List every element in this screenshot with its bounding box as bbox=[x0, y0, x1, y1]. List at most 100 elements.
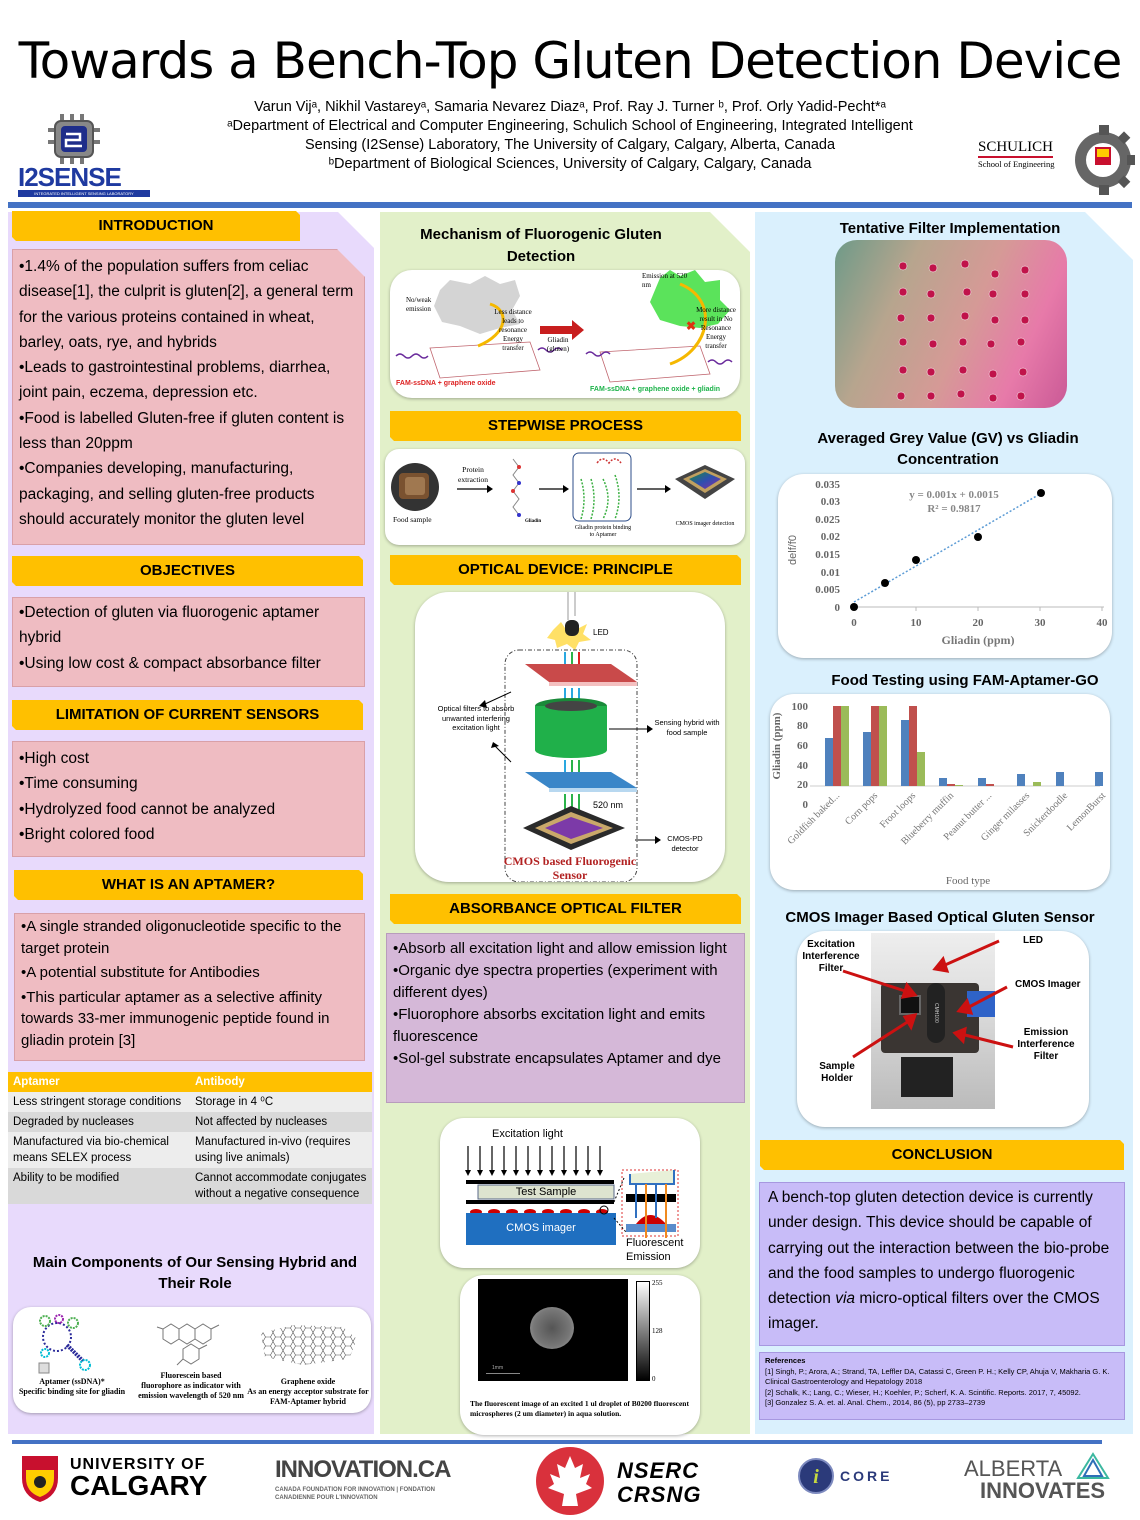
svg-text:40: 40 bbox=[797, 760, 809, 772]
limitations-box: •High cost •Time consuming •Hydrolyzed f… bbox=[12, 741, 365, 857]
schulich-subtitle: School of Engineering bbox=[978, 159, 1055, 169]
scalebar-label: 1mm bbox=[492, 1365, 504, 1371]
category-label: Goldfish baked... bbox=[786, 790, 842, 846]
authors: Varun Vijᵃ, Nikhil Vastareyᵃ, Samaria Ne… bbox=[254, 99, 886, 115]
footer-divider bbox=[12, 1440, 1102, 1444]
conclusion-text: A bench-top gluten detection device is c… bbox=[768, 1189, 1110, 1308]
table-cell: Manufactured via bio-chemical means SELE… bbox=[8, 1132, 190, 1168]
svg-text:i: i bbox=[813, 1466, 819, 1488]
fluorescein-structure-icon bbox=[156, 1323, 220, 1366]
filter-photo bbox=[835, 240, 1067, 408]
step-food-sample: Food sample bbox=[393, 515, 432, 524]
absorbance-heading: ABSORBANCE OPTICAL FILTER bbox=[390, 894, 741, 924]
objectives-box: •Detection of gluten via fluorogenic apt… bbox=[12, 597, 365, 687]
alberta-line1: ALBERTA bbox=[964, 1456, 1063, 1481]
scalebar bbox=[486, 1373, 520, 1374]
svg-text:40: 40 bbox=[1097, 617, 1109, 629]
limitation-bullet: •Bright colored food bbox=[19, 825, 155, 843]
conclusion-text-end: micro-optical filters over the CMOS imag… bbox=[768, 1290, 1100, 1333]
reference-item: [3] Gonzalez S. A. et. al. Anal. Chem., … bbox=[765, 1398, 986, 1407]
reference-item: [1] Singh, P.; Arora, A.; Strand, TA, Le… bbox=[765, 1366, 1110, 1387]
maple-leaf-icon bbox=[536, 1447, 604, 1515]
header-divider bbox=[8, 202, 1132, 208]
affiliation-b: ᵇDepartment of Biological Sciences, Univ… bbox=[328, 156, 812, 172]
emission-label: Emission at 520 nm bbox=[642, 272, 688, 289]
right-caption: FAM-ssDNA + graphene oxide + gliadin bbox=[590, 386, 721, 393]
icore-text: CORE bbox=[840, 1468, 893, 1484]
svg-text:0.01: 0.01 bbox=[821, 567, 840, 579]
svg-text:0: 0 bbox=[835, 602, 841, 614]
filter-dot-grid bbox=[896, 259, 1030, 403]
references-box: References [1] Singh, P.; Arora, A.; Str… bbox=[759, 1352, 1125, 1420]
schematic-card: Excitation light Test Sample CMOS imager… bbox=[440, 1118, 700, 1268]
ucalgary-line1: UNIVERSITY OF bbox=[70, 1456, 206, 1473]
test-sample-label: Test Sample bbox=[515, 1186, 577, 1198]
innovation-ca-line2: CANADA FOUNDATION FOR INNOVATION | FONDA… bbox=[275, 1487, 435, 1501]
svg-text:✖: ✖ bbox=[686, 319, 696, 333]
mechanism-diagram: ✖ bbox=[395, 270, 733, 383]
alberta-triangle-icon bbox=[1076, 1452, 1110, 1479]
nserc-line2: CRSNG bbox=[617, 1482, 702, 1507]
svg-text:0.02: 0.02 bbox=[821, 531, 841, 543]
objectives-heading: OBJECTIVES bbox=[12, 556, 363, 586]
component-fluorescein: Fluorescein based fluorophore as indicat… bbox=[131, 1371, 251, 1401]
intro-bullet: •Companies developing, manufacturing, pa… bbox=[19, 460, 315, 528]
category-label: Corn pops bbox=[843, 790, 880, 827]
limitation-bullet: •Time consuming bbox=[19, 775, 138, 793]
aptamer-bullet: •A single stranded oligonucleotide speci… bbox=[21, 918, 342, 957]
table-cell: Ability to be modified bbox=[8, 1168, 190, 1204]
step-binding: Gliadin protein binding to Aptamer bbox=[574, 525, 632, 538]
aptamer-box: •A single stranded oligonucleotide speci… bbox=[14, 913, 365, 1061]
chip-icon bbox=[48, 114, 100, 164]
emission-filter-label: Emission Interference Filter bbox=[1017, 1027, 1075, 1062]
aptamer-bullet: •A potential substitute for Antibodies bbox=[21, 964, 260, 981]
fluorescent-image-card: 1mm 255 128 0 The fluorescent image of a… bbox=[460, 1275, 700, 1435]
table-cell: Not affected by nucleases bbox=[190, 1112, 372, 1132]
sensor-knob: CMH100 bbox=[927, 983, 945, 1043]
stepwise-diagram bbox=[391, 452, 735, 522]
alberta-line2: INNOVATES bbox=[980, 1478, 1106, 1503]
components-card: Aptamer (ssDNA)* Specific binding site f… bbox=[13, 1307, 371, 1413]
more-distance-label: More distance result in No Resonance Ene… bbox=[696, 306, 736, 350]
sensor-arrows bbox=[842, 939, 1014, 1059]
sensor-stand bbox=[901, 1057, 953, 1097]
optical-heading: OPTICAL DEVICE: PRINCIPLE bbox=[390, 555, 741, 585]
svg-text:60: 60 bbox=[797, 740, 809, 752]
table-cell: Cannot accommodate conjugates without a … bbox=[190, 1168, 372, 1204]
references-heading: References bbox=[765, 1356, 806, 1365]
wavelength-label: 520 nm bbox=[593, 800, 624, 810]
svg-text:20: 20 bbox=[797, 779, 809, 791]
optical-principle-diagram bbox=[479, 592, 661, 882]
table-cell: Degraded by nucleases bbox=[8, 1112, 190, 1132]
aptamer-antibody-table: Aptamer Antibody Less stringent storage … bbox=[8, 1072, 372, 1204]
component-title: Fluorescein based bbox=[160, 1371, 222, 1380]
svg-text:0.025: 0.025 bbox=[815, 514, 840, 526]
ucalgary-crest-icon bbox=[22, 1456, 58, 1502]
excitation-label: Excitation light bbox=[492, 1128, 563, 1140]
led-photo-label: LED bbox=[1023, 935, 1043, 946]
fluorescent-droplet bbox=[530, 1307, 574, 1349]
detector-label: CMOS-PD detector bbox=[667, 834, 703, 853]
sample-schematic-diagram bbox=[465, 1146, 679, 1245]
trendline-equation: y = 0.001x + 0.0015 bbox=[909, 489, 999, 501]
component-title: Graphene oxide bbox=[280, 1377, 336, 1386]
gv-ylabel: delf/f0 bbox=[787, 535, 799, 565]
components-title: Main Components of Our Sensing Hybrid an… bbox=[32, 1254, 358, 1292]
svg-text:0.03: 0.03 bbox=[821, 496, 841, 508]
absorbance-box: •Absorb all excitation light and allow e… bbox=[386, 933, 745, 1103]
cmos-photo-label: CMOS Imager bbox=[1015, 979, 1081, 990]
svg-text:0.035: 0.035 bbox=[815, 479, 840, 491]
aptamer-bullet: •This particular aptamer as a selective … bbox=[21, 988, 330, 1049]
colorbar-mid: 128 bbox=[652, 1327, 663, 1335]
food-ylabel: Gliadin (ppm) bbox=[771, 712, 783, 779]
filters-label: Optical filters to absorb unwanted inter… bbox=[437, 704, 515, 732]
graphene-oxide-structure-icon bbox=[261, 1325, 357, 1365]
table-header: Aptamer bbox=[8, 1072, 190, 1092]
sensor-card: CMH100 Excitation Interference Filter LE… bbox=[797, 931, 1089, 1127]
i2sense-logo-subtitle: INTEGRATED INTELLIGENT SENSING LABORATOR… bbox=[18, 190, 150, 197]
